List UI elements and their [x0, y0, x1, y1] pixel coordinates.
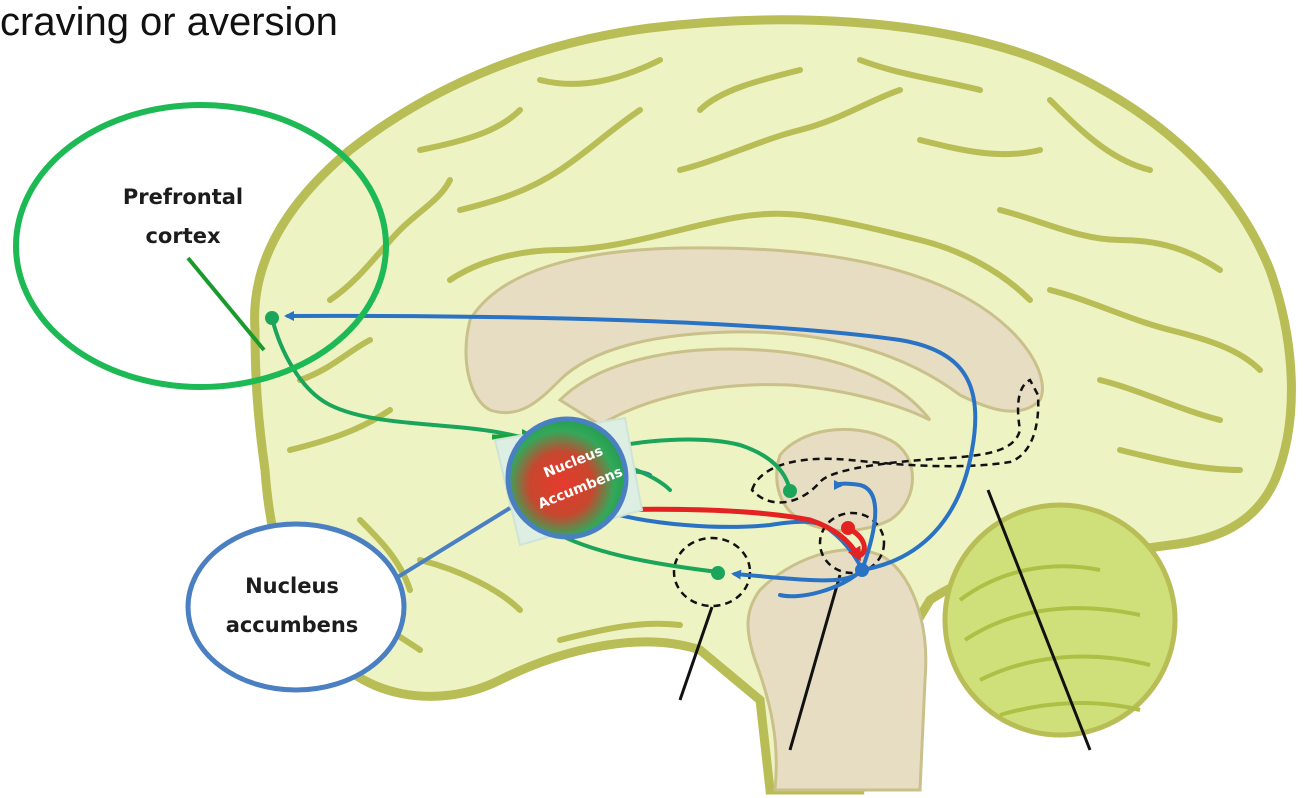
amygdala-node — [711, 566, 725, 580]
prefrontal-label-line2: cortex — [145, 224, 221, 248]
nucleus-accumbens-label-ellipse — [188, 524, 404, 690]
vta-blue-node — [855, 563, 869, 577]
cerebellum — [945, 505, 1175, 735]
vta-red-node — [841, 521, 855, 535]
page-title: craving or aversion — [0, 0, 338, 45]
thalamus-node — [783, 484, 797, 498]
prefrontal-node — [265, 311, 279, 325]
nucleus-label-line2: accumbens — [226, 613, 359, 637]
prefrontal-label-line1: Prefrontal — [123, 185, 243, 209]
nucleus-label-line1: Nucleus — [245, 574, 339, 598]
